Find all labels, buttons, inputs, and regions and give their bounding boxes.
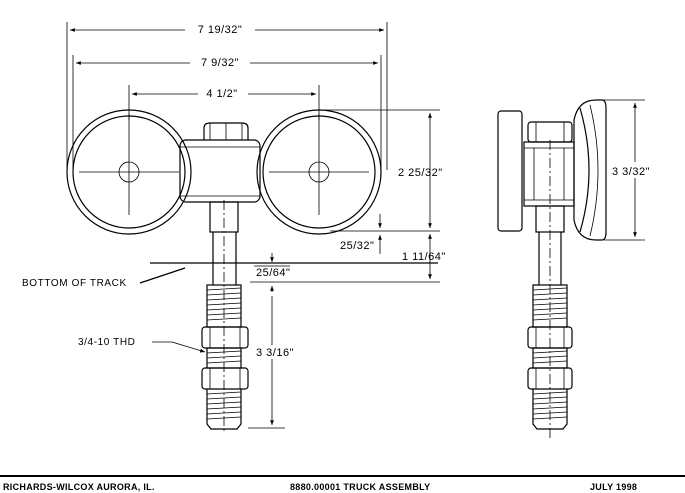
side-view: 3 3/32" [497,99,668,440]
track-offset-label: 25/64" [256,267,290,279]
truck-body [179,139,261,203]
drawing-date: JULY 1998 [590,482,637,492]
wheel-span-label: 7 9/32" [201,57,239,69]
upper-nut [201,326,249,349]
lower-nut [201,367,249,390]
company-name: RICHARDS-WILCOX AURORA, IL. [3,482,155,492]
threaded-bolt [201,284,249,430]
title-block: RICHARDS-WILCOX AURORA, IL. 8880.00001 T… [0,475,685,492]
track-to-stem-label: 1 11/64" [402,251,446,263]
bottom-of-track-label: BOTTOM OF TRACK [22,278,127,289]
side-body [523,141,575,207]
thread-label: 3/4-10 THD [78,337,136,348]
side-height-label: 3 3/32" [612,166,650,178]
wheel-height-label: 2 25/32" [398,167,443,179]
side-wheel-flanged [573,99,607,241]
right-wheel [256,109,382,235]
overall-width-label: 7 19/32" [198,24,243,36]
front-view: 7 19/32" 7 9/32" 4 1/2" [22,22,446,432]
left-wheel [66,109,192,235]
bolt-length-label: 3 3/16" [256,347,294,359]
side-wheel-left [497,110,523,232]
axle-below-track-label: 25/32" [340,240,374,252]
center-spacing-label: 4 1/2" [206,88,237,100]
part-number: 8880.00001 TRUCK ASSEMBLY [290,482,430,492]
